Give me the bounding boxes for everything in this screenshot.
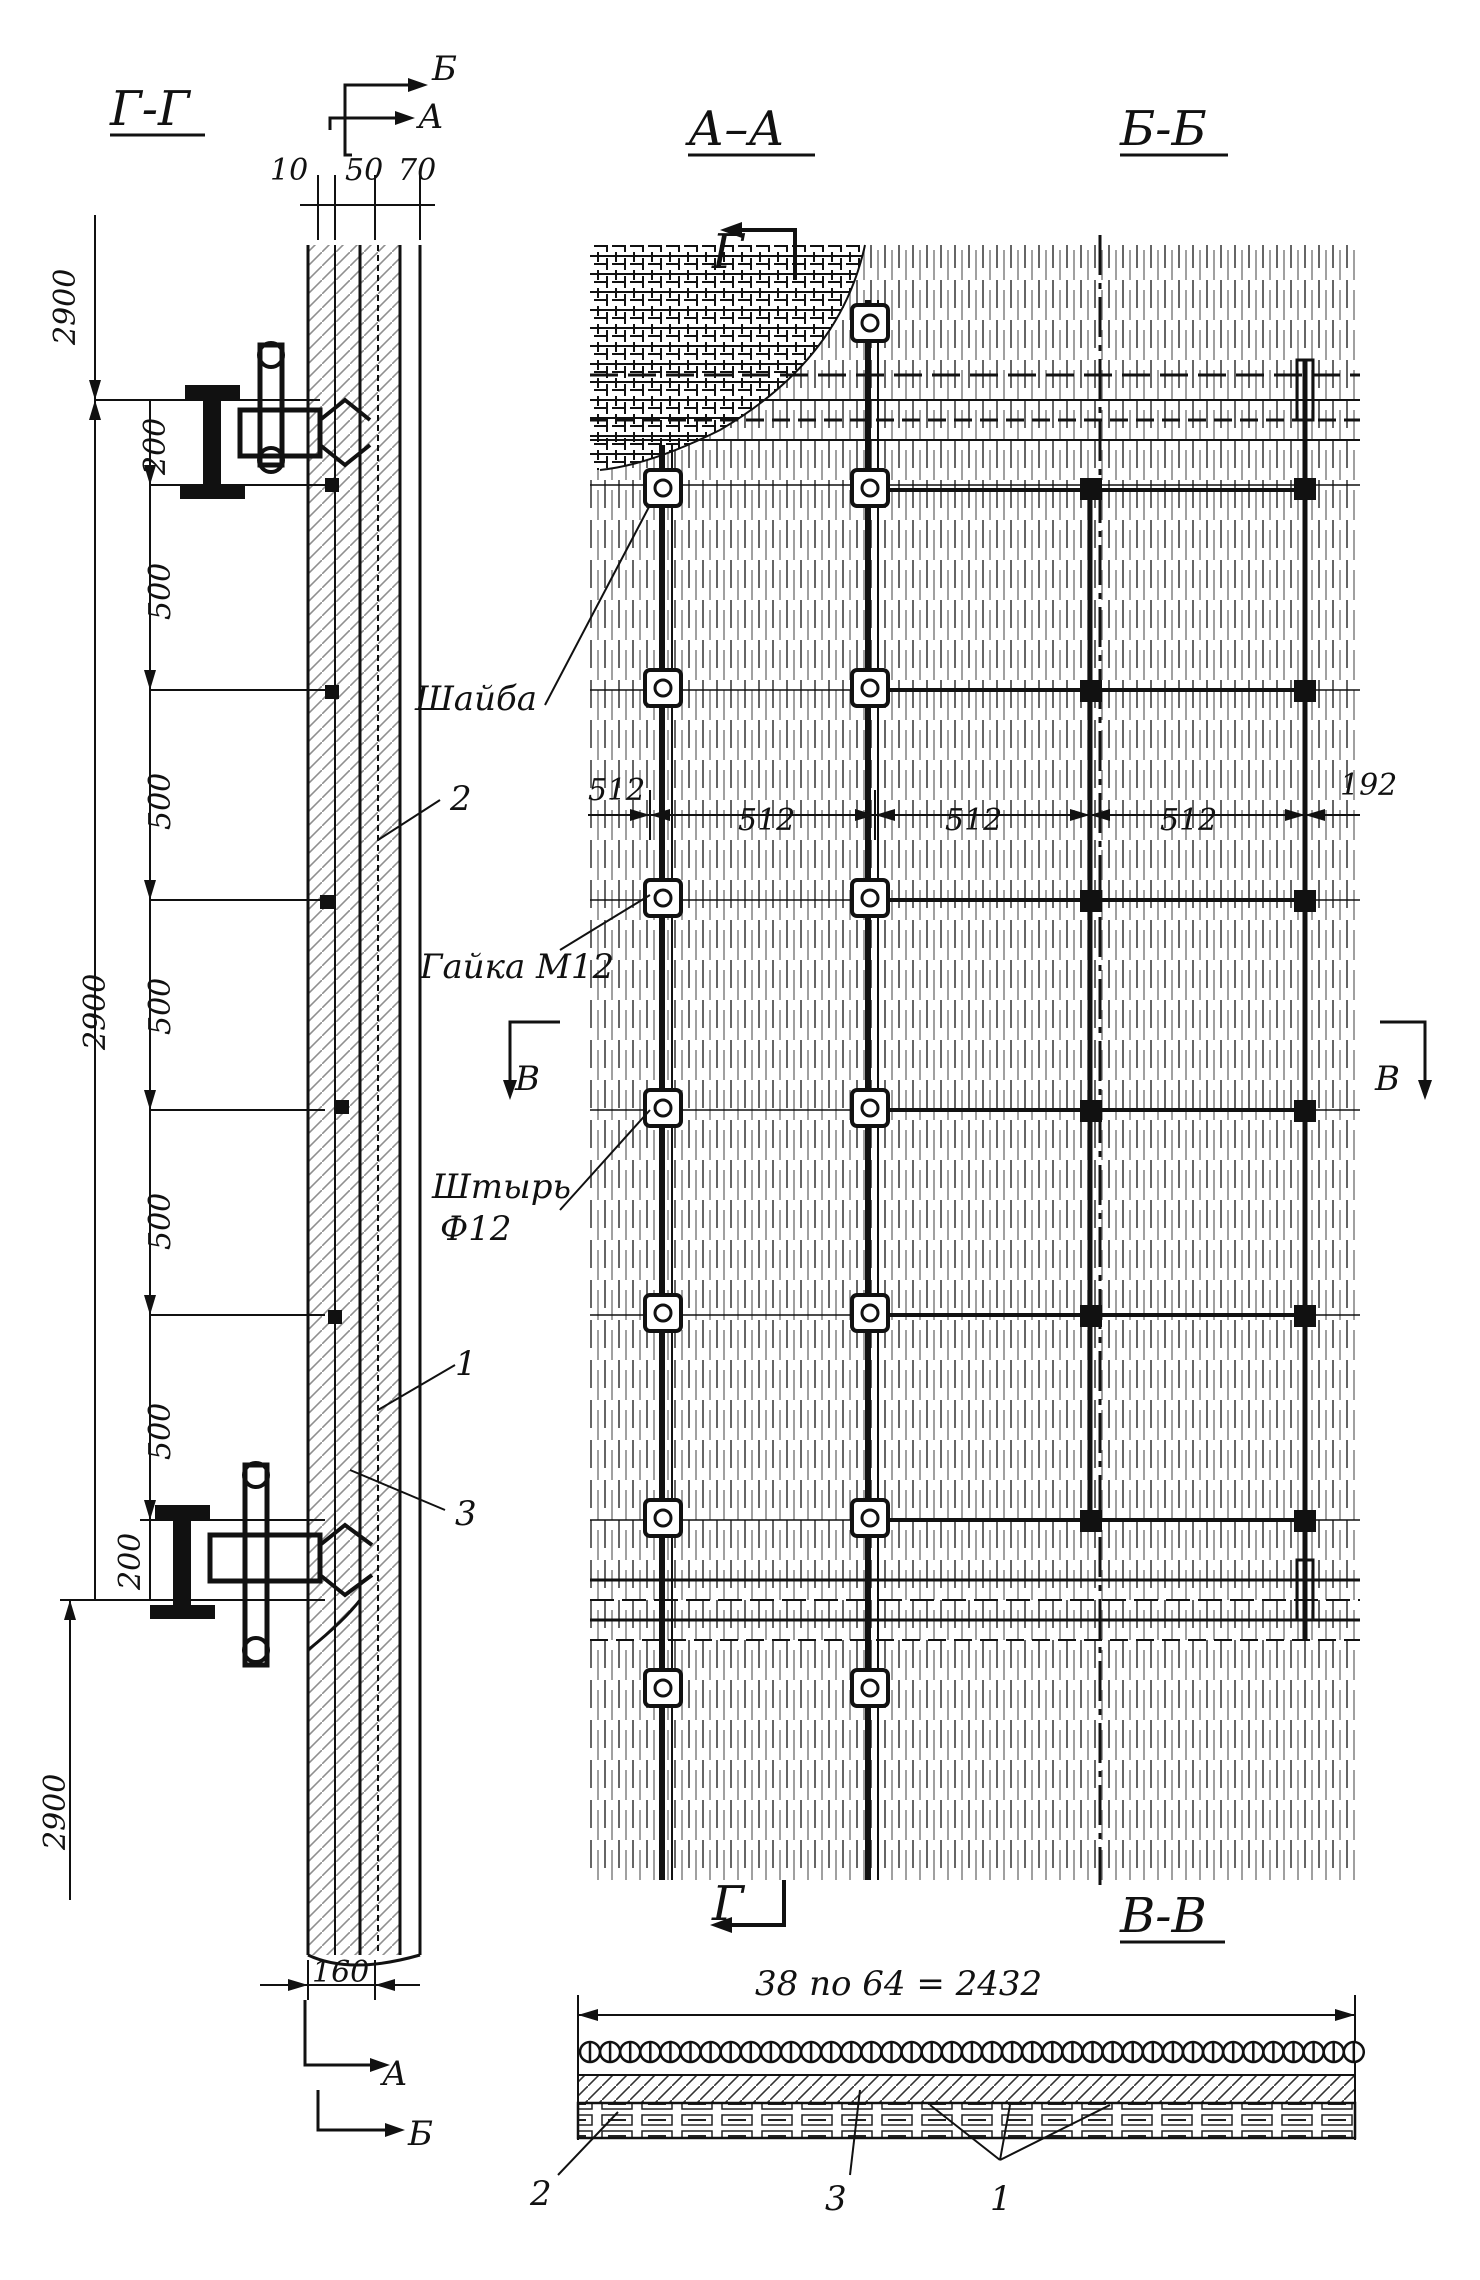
washer-label: Шайба bbox=[414, 679, 537, 719]
pin-label-line2: Ф12 bbox=[440, 1209, 512, 1249]
dim-2900-middle: 2900 bbox=[78, 974, 113, 1051]
dim-500-1: 500 bbox=[143, 563, 178, 620]
dim-200-top: 200 bbox=[138, 418, 173, 476]
dim-500-2: 500 bbox=[143, 773, 178, 830]
rail-bracket-top bbox=[180, 341, 372, 499]
section-mark-a-bottom: А bbox=[380, 2054, 408, 2094]
dim-512-3: 512 bbox=[945, 803, 1002, 838]
section-mark-a-top: А bbox=[416, 97, 444, 137]
callout-3: 3 bbox=[455, 1494, 477, 1534]
dim-10: 10 bbox=[270, 153, 308, 188]
section-mark-b-top: Б bbox=[431, 49, 457, 89]
washers-column-2 bbox=[850, 303, 890, 1708]
dim-200-bottom: 200 bbox=[113, 1533, 148, 1591]
fastener-points bbox=[320, 478, 349, 1324]
section-vv-title: В-В bbox=[1119, 1888, 1207, 1944]
callout-vv-1: 1 bbox=[990, 2179, 1012, 2219]
callout-2: 2 bbox=[449, 779, 472, 819]
section-mark-g-top: Г bbox=[711, 224, 746, 280]
section-gg-title: Г-Г bbox=[109, 81, 192, 137]
section-vv-view bbox=[557, 1995, 1366, 2176]
dim-500-5: 500 bbox=[143, 1403, 178, 1460]
pin-label-line1: Штырь bbox=[431, 1167, 571, 1207]
dim-512-1: 512 bbox=[588, 773, 645, 808]
callout-vv-2: 2 bbox=[529, 2174, 552, 2214]
elevation-view bbox=[503, 222, 1432, 1933]
dim-160: 160 bbox=[312, 1955, 369, 1990]
section-mark-v-right: В bbox=[1374, 1059, 1400, 1099]
dim-70: 70 bbox=[398, 153, 436, 188]
dim-2900-top: 2900 bbox=[48, 269, 83, 346]
callout-1: 1 bbox=[455, 1344, 477, 1384]
section-mark-v-left: В bbox=[514, 1059, 540, 1099]
washers-column-1 bbox=[643, 468, 683, 1708]
callout-vv-3: 3 bbox=[825, 2179, 847, 2219]
section-mark-g-bottom: Г bbox=[711, 1876, 746, 1932]
dim-512-4: 512 bbox=[1160, 803, 1217, 838]
dim-500-3: 500 bbox=[143, 978, 178, 1035]
nut-label: Гайка М12 bbox=[419, 947, 614, 987]
dim-500-4: 500 bbox=[143, 1193, 178, 1250]
dim-50: 50 bbox=[345, 153, 383, 188]
section-gg-view bbox=[60, 78, 456, 2137]
section-mark-b-bottom: Б bbox=[407, 2114, 433, 2154]
section-aa-title: А–А bbox=[685, 101, 785, 157]
dim-2900-bottom: 2900 bbox=[38, 1774, 73, 1851]
dim-512-2: 512 bbox=[738, 803, 795, 838]
dim-2432: 38 по 64 = 2432 bbox=[755, 1964, 1042, 2004]
dim-192: 192 bbox=[1340, 768, 1397, 803]
rail-bracket-bottom bbox=[150, 1461, 374, 1668]
section-bb-title: Б-Б bbox=[1119, 101, 1207, 157]
